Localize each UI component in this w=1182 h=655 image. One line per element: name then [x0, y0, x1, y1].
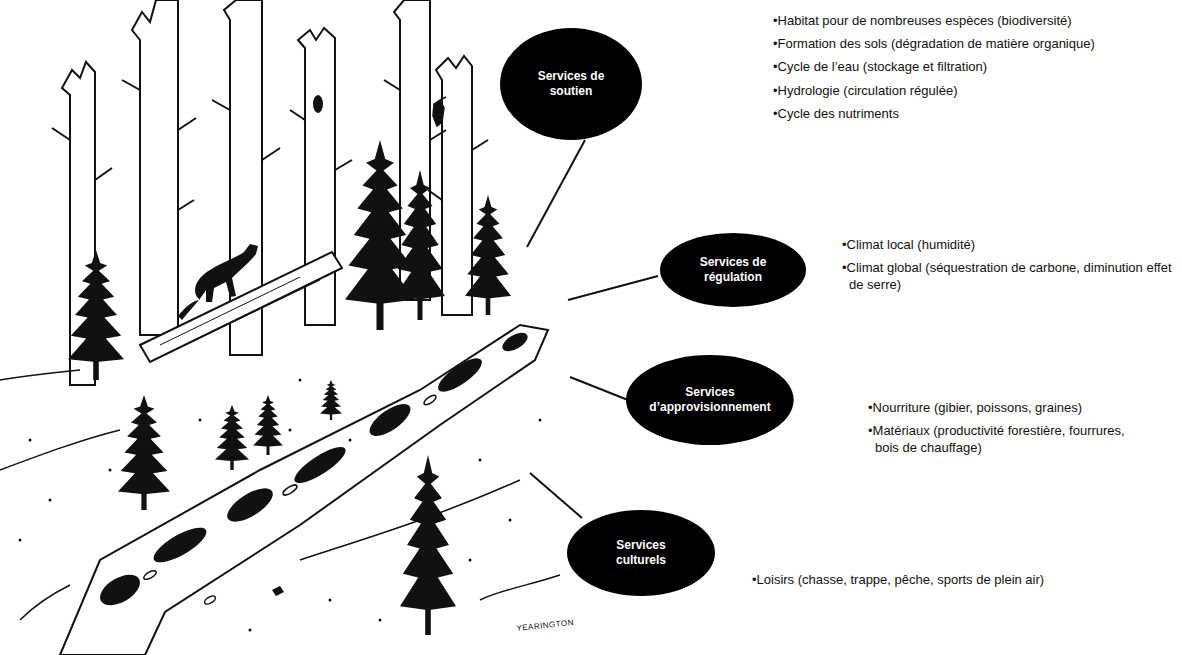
illustration-part	[539, 419, 542, 422]
leader-lines	[527, 140, 658, 518]
illustration-part	[222, 482, 278, 528]
bullet-item: •Habitat pour de nombreuses espèces (bio…	[773, 12, 1180, 29]
illustration-part	[299, 379, 302, 382]
tree-hole	[313, 95, 323, 113]
ellipse-text-holder: Services de régulation	[685, 255, 781, 285]
service-ellipse: Services culturels	[567, 510, 715, 596]
ground-stipple	[19, 379, 542, 632]
service-ellipse: Services d’approvisionnement	[626, 355, 794, 445]
service-ellipse: Services de régulation	[660, 233, 806, 307]
tree-trunks	[62, 0, 472, 385]
illustration-part	[29, 439, 32, 442]
log-knots	[142, 394, 437, 606]
illustration-part	[365, 398, 416, 442]
illustration-part	[329, 599, 332, 602]
tree-trunk	[132, 0, 178, 335]
bullet-item: •Loisirs (chasse, trappe, pêche, sports …	[752, 571, 1174, 588]
woodpecker	[433, 97, 446, 126]
illustration-part	[379, 619, 382, 622]
illustration-part	[434, 353, 487, 398]
illustration-part	[509, 519, 512, 522]
spruce-tree	[118, 395, 170, 510]
illustration-part	[499, 329, 530, 355]
illustration-part	[95, 569, 145, 612]
illustration-part	[282, 483, 299, 497]
service-heading: Services culturels	[605, 538, 677, 568]
fallen-log	[60, 325, 548, 655]
illustration-part	[423, 394, 438, 407]
illustration-part	[290, 441, 350, 489]
ellipse-fill	[567, 510, 715, 596]
bullet-item: •Nourriture (gibier, poissons, graines)	[868, 399, 1145, 416]
bullet-item: •Cycle de l’eau (stockage et filtration)	[773, 58, 1180, 75]
illustration-part	[249, 629, 252, 632]
illustration-part	[479, 459, 482, 462]
illustration-part	[149, 521, 211, 568]
illustration-part	[203, 594, 216, 605]
service-heading: Services de soutien	[536, 69, 606, 99]
marten	[178, 244, 258, 320]
spruce-tree	[465, 195, 511, 315]
spruce-tree	[68, 250, 124, 380]
spruce-tree	[345, 140, 415, 330]
ellipse-text-holder: Services de soutien	[536, 69, 606, 99]
ground-lines	[0, 370, 560, 620]
spruce-tree	[320, 380, 342, 420]
illustration-part	[349, 439, 352, 442]
bullet-item: •Cycle des nutriments	[773, 105, 1180, 122]
bullet-item: •Matériaux (productivité forestière, fou…	[868, 422, 1145, 456]
log-mottling	[95, 329, 531, 611]
bullet-item: •Climat local (humidité)	[842, 236, 1174, 253]
spruce-tree	[215, 405, 249, 470]
spruce-tree	[395, 170, 445, 320]
ellipse-fill	[500, 28, 642, 140]
leader-line	[570, 377, 633, 402]
service-heading: Services de régulation	[685, 255, 781, 285]
bullet-item: •Formation des sols (dégradation de mati…	[773, 35, 1180, 52]
illustration-part	[109, 469, 112, 472]
tree-trunk	[436, 56, 472, 315]
illustration-part	[19, 539, 22, 542]
service-ellipse: Services de soutien	[500, 28, 642, 140]
small-stone	[272, 586, 284, 596]
service-heading: Services d’approvisionnement	[640, 385, 780, 415]
ellipse-text-holder: Services culturels	[605, 538, 677, 568]
leader-line	[568, 276, 658, 300]
illustration-part	[289, 429, 292, 432]
bullet-item: •Hydrologie (circulation régulée)	[773, 82, 1180, 99]
leader-line	[527, 140, 585, 247]
ellipse-fill	[660, 233, 806, 307]
illustration-part	[142, 569, 157, 581]
illustration-part	[49, 499, 52, 502]
spruce-tree	[400, 455, 456, 635]
illustration-part	[199, 419, 202, 422]
leader-line	[530, 473, 582, 518]
spruce-tree	[253, 395, 283, 455]
ellipse-text-holder: Services d’approvisionnement	[640, 385, 780, 415]
ground-line	[0, 370, 560, 620]
illustration-part	[469, 559, 472, 562]
ellipse-fill	[626, 355, 794, 445]
artist-signature: YEARINGTON	[516, 618, 577, 634]
bullet-item: •Climat global (séquestration de carbone…	[842, 259, 1174, 293]
